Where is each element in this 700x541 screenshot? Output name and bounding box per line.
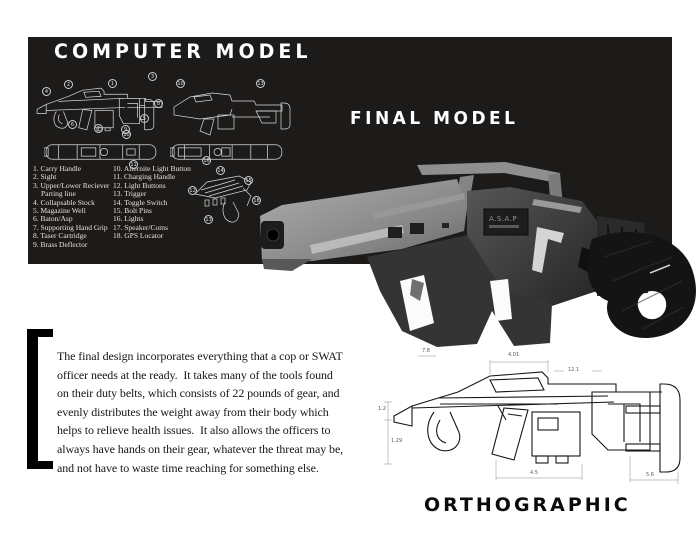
- dimension-label: 1.2: [378, 406, 386, 412]
- dimension-label: 4.5: [530, 470, 538, 476]
- final-model-photo: A.S.A.P: [260, 162, 696, 347]
- callout-number: 8: [154, 99, 163, 108]
- parts-list-item: 11. Charging Handle: [113, 172, 176, 182]
- rear-grip-hole: [490, 279, 512, 321]
- dimension-label: 5.6: [646, 472, 654, 478]
- gun-body: A.S.A.P: [260, 162, 648, 347]
- callout-number: 13: [204, 215, 213, 224]
- parts-list-item: 10. Alternite Light Button: [113, 164, 191, 173]
- parts-list-item: 8. Taser Cartridge: [33, 231, 87, 241]
- top-view-left-figure: 10 11: [44, 130, 160, 170]
- dimension-label: 1.29: [391, 438, 403, 444]
- callout-number: 4: [42, 87, 51, 96]
- callout-number: 11: [129, 160, 138, 169]
- gun-strap: [578, 231, 696, 339]
- parts-list-item: 5. Magazine Well: [33, 206, 86, 216]
- callout-number: 13: [256, 79, 265, 88]
- description-text: The final design incorporates everything…: [57, 349, 344, 475]
- top-view-right-drawing: [170, 144, 283, 160]
- orthographic-title: ORTHOGRAPHIC: [424, 494, 631, 516]
- front-grip-hole: [400, 275, 434, 331]
- callout-number: 10: [176, 79, 185, 88]
- engraving-text: A.S.A.P: [489, 215, 517, 223]
- parts-list-item: 3. Upper/Lower Reciever: [33, 180, 110, 190]
- orthographic-gun-lineart: [384, 355, 681, 484]
- dimension-lines: [384, 355, 679, 484]
- parts-list-item: 6. Baton/Asp: [33, 214, 73, 224]
- final-model-title: FINAL MODEL: [350, 108, 519, 130]
- parts-list-item: 9. Brass Deflector: [33, 239, 88, 249]
- parts-list-item: 17. Speaker/Coms: [113, 222, 168, 232]
- detail-view-figure: 14 15 18 12 13: [186, 164, 266, 228]
- callout-number: 5: [140, 114, 149, 123]
- callout-number: 10: [122, 130, 131, 139]
- side-view-right-figure: 10 13: [170, 79, 296, 136]
- callout-number: 1: [108, 79, 117, 88]
- callout-number: 7: [94, 124, 103, 133]
- dimension-label: 12.1: [568, 367, 580, 373]
- top-view-right-figure: 16: [170, 136, 286, 170]
- parts-list-item: 4. Collapsable Stock: [33, 197, 95, 207]
- parts-list-item: 14. Toggle Switch: [113, 197, 168, 207]
- parts-list-item: 1. Carry Handle: [33, 164, 82, 173]
- callout-number: 12: [188, 186, 197, 195]
- parts-list-item: 15. Bolt Pins: [113, 206, 152, 216]
- parts-list-item: 13. Trigger: [113, 189, 147, 199]
- callout-number: 3: [148, 72, 157, 81]
- dimension-label: 4.01: [508, 352, 520, 358]
- callout-number: 14: [216, 166, 225, 175]
- callout-number: 16: [202, 156, 211, 165]
- top-view-left-drawing: [44, 144, 157, 160]
- orthographic-drawing: 7.8 4.01 12.1 1.2 1.29 4.5 5.6: [378, 346, 693, 494]
- parts-list-item: 16. Lights: [113, 214, 144, 224]
- callout-number: 18: [252, 196, 261, 205]
- parts-list-item: 12. Light Buttons: [113, 180, 166, 190]
- callout-number: 15: [244, 176, 253, 185]
- parts-list-item: 7. Supporting Hand Grip: [33, 222, 108, 232]
- parts-list-item: 2. Sight: [33, 172, 57, 182]
- description-bracket: [27, 329, 53, 469]
- parts-list-item: 18. GPS Locator: [113, 231, 164, 241]
- parts-list-item: Parting line: [41, 189, 76, 199]
- computer-model-title: COMPUTER MODEL: [54, 40, 312, 64]
- callout-number: 6: [68, 120, 77, 129]
- side-view-right-drawing: [173, 92, 291, 136]
- dimension-label: 7.8: [422, 348, 430, 354]
- callout-number: 2: [64, 80, 73, 89]
